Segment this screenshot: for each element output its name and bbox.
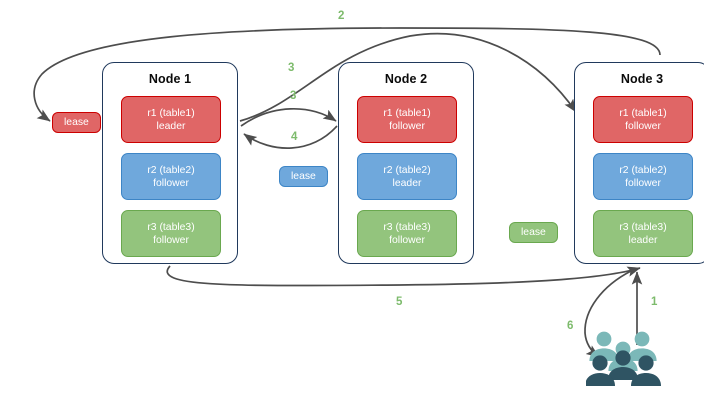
lease-badge-table3[interactable]: lease (509, 222, 558, 243)
lease-badge-table2[interactable]: lease (279, 166, 328, 187)
replica-role-label: follower (625, 177, 661, 189)
replica-role-label: leader (392, 177, 422, 189)
edge-step-3-to-node2 (240, 107, 337, 127)
replica-r1[interactable]: r1 (table1) leader (121, 96, 221, 143)
replica-range-label: r3 (table3) (147, 221, 195, 233)
replica-role-label: follower (389, 234, 425, 246)
step-label-6: 6 (567, 320, 574, 332)
replica-role-label: follower (153, 234, 189, 246)
replica-r1[interactable]: r1 (table1) follower (593, 96, 693, 143)
step-label-1: 1 (651, 296, 658, 308)
step-label-5: 5 (396, 296, 403, 308)
replica-range-label: r2 (table2) (147, 164, 195, 176)
replica-r3[interactable]: r3 (table3) follower (357, 210, 457, 257)
node-title: Node 3 (620, 72, 664, 86)
step-label-3b: 3 (290, 90, 297, 102)
step-label-2: 2 (338, 10, 345, 22)
edge-step-5 (166, 265, 641, 287)
replica-r3[interactable]: r3 (table3) follower (121, 210, 221, 257)
step-label-3a: 3 (288, 62, 295, 74)
replica-range-label: r1 (table1) (619, 107, 667, 119)
replica-r2[interactable]: r2 (table2) follower (121, 153, 221, 200)
replica-role-label: leader (628, 234, 658, 246)
node-card-1[interactable]: Node 1 r1 (table1) leader r2 (table2) fo… (102, 62, 238, 264)
node-card-2[interactable]: Node 2 r1 (table1) follower r2 (table2) … (338, 62, 474, 264)
replica-r3[interactable]: r3 (table3) leader (593, 210, 693, 257)
replica-r2[interactable]: r2 (table2) leader (357, 153, 457, 200)
replica-range-label: r2 (table2) (619, 164, 667, 176)
lease-badge-table1[interactable]: lease (52, 112, 101, 133)
replica-role-label: follower (389, 120, 425, 132)
replica-r2[interactable]: r2 (table2) follower (593, 153, 693, 200)
replica-role-label: leader (156, 120, 186, 132)
replica-r1[interactable]: r1 (table1) follower (357, 96, 457, 143)
node-title: Node 1 (148, 72, 192, 86)
replica-role-label: follower (153, 177, 189, 189)
node-card-3[interactable]: Node 3 r1 (table1) follower r2 (table2) … (574, 62, 704, 264)
replica-range-label: r3 (table3) (619, 221, 667, 233)
step-label-4: 4 (291, 131, 298, 143)
users-group-icon (586, 331, 661, 386)
replica-range-label: r1 (table1) (383, 107, 431, 119)
replica-range-label: r2 (table2) (383, 164, 431, 176)
replica-role-label: follower (625, 120, 661, 132)
node-title: Node 2 (384, 72, 428, 86)
replica-range-label: r1 (table1) (147, 107, 195, 119)
replica-range-label: r3 (table3) (383, 221, 431, 233)
